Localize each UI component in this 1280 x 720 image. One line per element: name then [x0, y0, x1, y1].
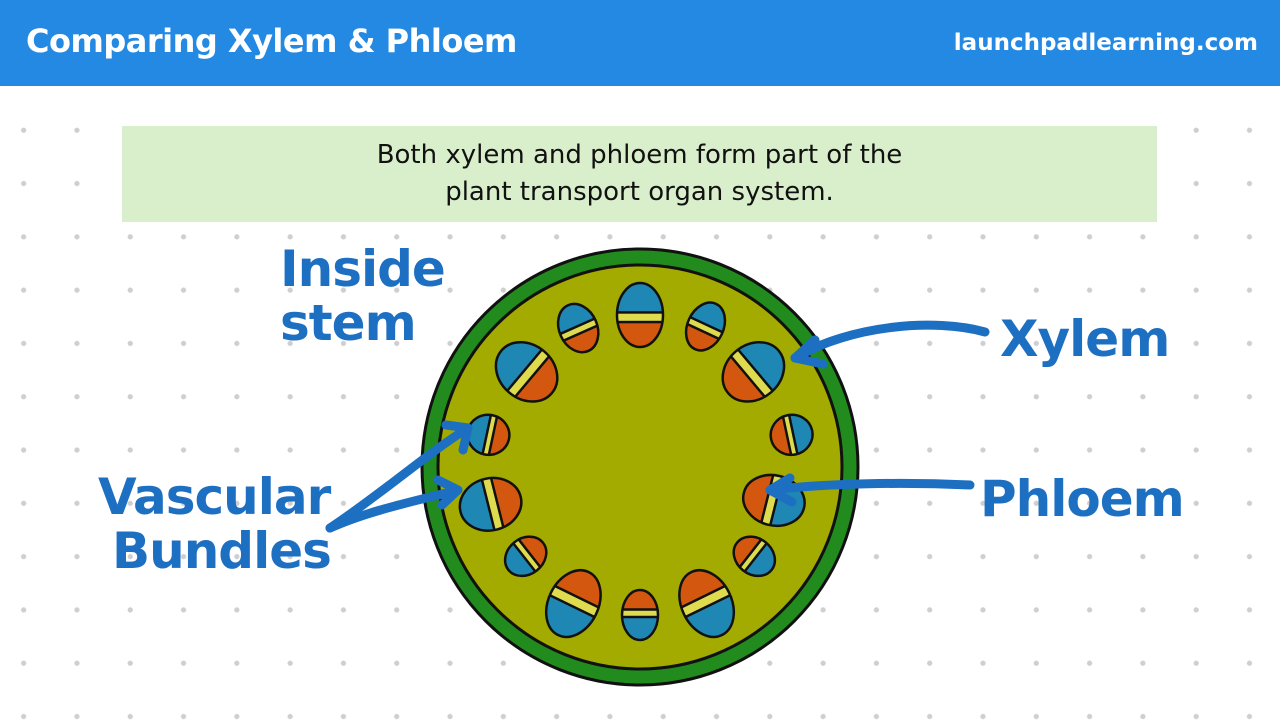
xylem-arrow-head [790, 335, 828, 369]
label-inside-stem-line-1: Inside [280, 240, 446, 298]
caption-box: Both xylem and phloem form part of the p… [122, 126, 1157, 222]
label-inside-stem: Inside stem [280, 240, 446, 352]
bundle-outline [615, 281, 665, 349]
label-xylem: Xylem [1000, 310, 1170, 368]
vascular-bundle [766, 410, 817, 459]
bundle-outline [732, 535, 777, 578]
phloem-arrow [765, 478, 975, 495]
phloem-arrow-head [765, 473, 797, 507]
label-vascular-bundles-line-1: Vascular [98, 468, 331, 526]
label-vascular-bundles: Vascular Bundles [98, 468, 332, 580]
label-inside-stem-line-2: stem [280, 294, 417, 352]
phloem-tissue [488, 414, 514, 459]
bundle-outline [769, 413, 814, 457]
cambium-band [617, 311, 663, 324]
bundle-outline [503, 535, 548, 578]
caption-line-1: Both xylem and phloem form part of the [376, 140, 903, 170]
bundle-outline [544, 569, 602, 639]
page-title: Comparing Xylem & Phloem [26, 22, 517, 60]
bundle-outline [556, 302, 600, 354]
label-vascular-bundles-line-2: Bundles [112, 522, 332, 580]
label-arrows [325, 320, 990, 533]
bundle-arrow-lower-head [433, 475, 463, 510]
vascular-bundle [615, 281, 665, 349]
site-url[interactable]: launchpadlearning.com [953, 30, 1258, 56]
bundle-outline [494, 341, 559, 403]
bundle-arrow-upper [325, 423, 473, 533]
vascular-bundle [463, 410, 514, 459]
caption-line-2: plant transport organ system. [445, 177, 834, 207]
vascular-bundle [678, 296, 733, 357]
phloem-tissue [766, 414, 792, 459]
bundle-outline [620, 588, 660, 642]
bundle-outline [741, 473, 806, 528]
bundle-outline [721, 341, 786, 403]
vascular-bundle [620, 588, 660, 642]
label-phloem: Phloem [980, 470, 1185, 528]
bundle-outline [678, 569, 736, 639]
xylem-arrow [790, 320, 990, 363]
bundle-arrow-upper-head [441, 420, 473, 455]
cambium-band [622, 608, 658, 619]
bundle-outline [684, 301, 727, 352]
header-bar: Comparing Xylem & Phloem launchpadlearni… [0, 0, 1280, 86]
bundle-outline [458, 476, 523, 532]
bundle-arrow-lower [325, 485, 463, 533]
